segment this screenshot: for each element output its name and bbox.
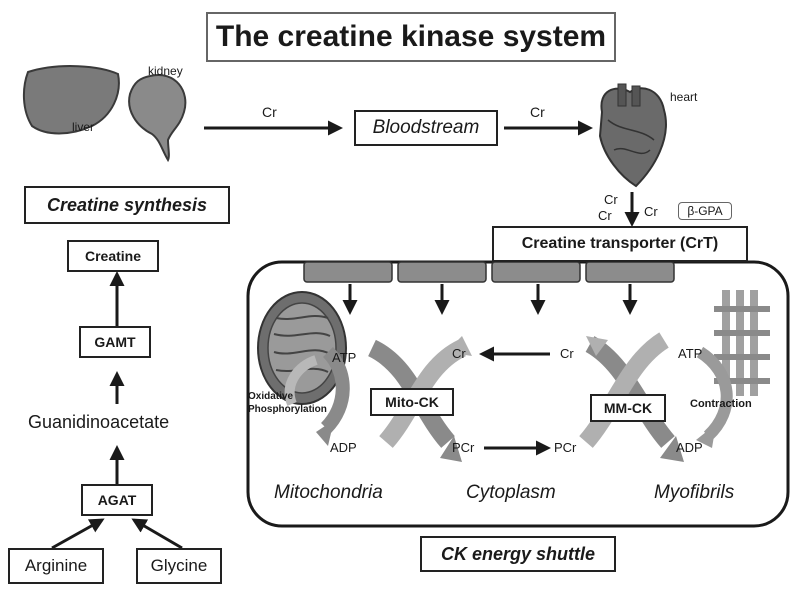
mito-cr-label: Cr bbox=[452, 346, 466, 361]
liver-icon bbox=[22, 65, 120, 135]
heart-icon bbox=[598, 83, 667, 188]
agat-box: AGAT bbox=[81, 484, 153, 516]
label-cr-left: Cr bbox=[262, 104, 277, 120]
transporter-label: Creatine transporter (CrT) bbox=[521, 235, 719, 252]
gamt-box: GAMT bbox=[79, 326, 151, 358]
contraction-label: Contraction bbox=[690, 398, 752, 410]
label-liver: liver bbox=[72, 120, 95, 134]
gamt-label: GAMT bbox=[94, 334, 136, 350]
creatine-box: Creatine bbox=[67, 240, 159, 272]
mito-pcr-label: PCr bbox=[452, 440, 475, 455]
kidney-icon bbox=[128, 74, 187, 163]
creatine-label: Creatine bbox=[84, 248, 142, 264]
beta-gpa-box: β-GPA bbox=[678, 202, 732, 220]
cyto-pcr-label: PCr bbox=[554, 440, 577, 455]
glycine-label: Glycine bbox=[150, 556, 208, 575]
synthesis-heading: Creatine synthesis bbox=[24, 186, 230, 224]
shuttle-heading: CK energy shuttle bbox=[420, 536, 616, 572]
compartment-myofibrils: Myofibrils bbox=[654, 482, 735, 503]
cyto-cr-label: Cr bbox=[560, 346, 574, 361]
label-cr-right: Cr bbox=[530, 104, 545, 120]
myo-adp-label: ADP bbox=[676, 440, 703, 455]
agat-label: AGAT bbox=[97, 492, 137, 508]
mito-adp-label: ADP bbox=[330, 440, 357, 455]
bloodstream-label: Bloodstream bbox=[372, 117, 480, 138]
bloodstream-box: Bloodstream bbox=[354, 110, 498, 146]
transporter-blocks bbox=[303, 261, 675, 283]
guanidinoacetate-label: Guanidinoacetate bbox=[28, 412, 170, 432]
shuttle-heading-text: CK energy shuttle bbox=[440, 543, 596, 564]
oxphos-label: Oxidative Phosphorylation bbox=[248, 391, 327, 415]
mito-ck-box: Mito-CK bbox=[370, 388, 454, 416]
beta-gpa-label: β-GPA bbox=[687, 204, 723, 218]
arginine-box: Arginine bbox=[8, 548, 104, 584]
label-cr-down-b: Cr bbox=[598, 208, 612, 223]
label-cr-down-c: Cr bbox=[644, 204, 658, 219]
compartment-cytoplasm: Cytoplasm bbox=[466, 482, 556, 503]
mm-ck-box: MM-CK bbox=[590, 394, 666, 422]
label-heart: heart bbox=[670, 90, 698, 104]
arginine-label: Arginine bbox=[24, 556, 88, 575]
myo-atp-label: ATP bbox=[678, 346, 703, 361]
label-cr-down-a: Cr bbox=[604, 192, 618, 207]
arrow-arginine-to-agat bbox=[51, 518, 105, 550]
mm-ck-label: MM-CK bbox=[603, 400, 653, 416]
mito-ck-label: Mito-CK bbox=[385, 394, 439, 410]
page-title: The creatine kinase system bbox=[206, 12, 616, 62]
mitochondrion-icon bbox=[257, 291, 347, 405]
page-title-text: The creatine kinase system bbox=[215, 20, 607, 53]
compartment-mitochondria: Mitochondria bbox=[274, 482, 383, 503]
transporter-box: Creatine transporter (CrT) bbox=[492, 226, 748, 262]
arrow-glycine-to-agat bbox=[131, 518, 183, 550]
synthesis-heading-text: Creatine synthesis bbox=[46, 194, 208, 215]
glycine-box: Glycine bbox=[136, 548, 222, 584]
myofibril-icon bbox=[714, 290, 770, 396]
label-kidney: kidney bbox=[148, 64, 183, 78]
mito-atp-label: ATP bbox=[332, 350, 357, 365]
